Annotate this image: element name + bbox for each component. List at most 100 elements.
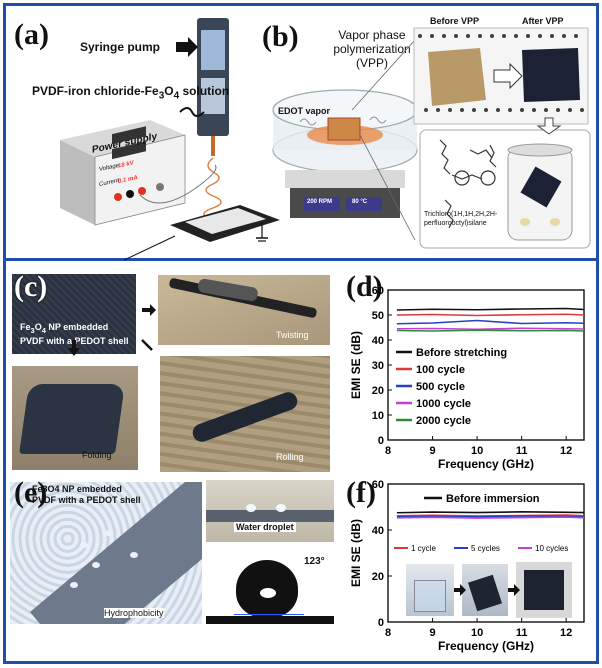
photo-water-droplet [206, 480, 334, 542]
stirrer-temp: 80 °C [352, 199, 368, 205]
arrow-to-rolling [141, 339, 153, 351]
photo-hydrophobic-mat [10, 482, 202, 624]
solution-squiggle [179, 107, 205, 117]
current-display [112, 141, 146, 160]
y-axis-label: EMI SE (dB) [349, 519, 363, 587]
panel-e-letter: (e) [14, 476, 48, 509]
rolling-label: Rolling [276, 452, 304, 462]
collector-mat [185, 208, 266, 234]
series-line-2 [396, 319, 585, 325]
x-tick-label: 10 [471, 627, 483, 639]
legend-label-1: 1 cycle [411, 544, 436, 553]
y-tick-label: 50 [372, 310, 384, 322]
x-tick-label: 11 [516, 445, 528, 457]
water-droplet-label: Water droplet [234, 522, 296, 532]
y-tick-label: 0 [378, 617, 384, 629]
hydrophobicity-label: Hydrophobicity [104, 608, 164, 618]
y-tick-label: 30 [372, 360, 384, 372]
panel-d-letter: (d) [346, 270, 383, 303]
x-tick-label: 12 [560, 627, 572, 639]
photo-contact-angle [206, 548, 334, 624]
legend-label-0: Before immersion [446, 493, 540, 505]
legend-label-0: Before stretching [416, 347, 507, 359]
panel-b-illustration [272, 27, 591, 249]
photo-immersion-soaked [462, 564, 508, 616]
y-tick-label: 40 [372, 335, 384, 347]
contact-angle-value: 123° [304, 556, 325, 567]
arrow-to-twisting [142, 304, 156, 316]
legend-label-2: 500 cycle [416, 381, 465, 393]
x-tick-label: 11 [516, 627, 528, 639]
row-separator [3, 258, 599, 261]
series-line-1 [396, 313, 585, 317]
panel-b-letter: (b) [262, 20, 299, 53]
syringe-pump-window [201, 30, 225, 70]
syringe-needle [211, 136, 215, 156]
silane-arrow [536, 117, 562, 135]
x-tick-label: 9 [429, 445, 435, 457]
photo-immersion-dried [516, 562, 572, 618]
sample-patch [327, 117, 361, 141]
panel-f-letter: (f) [346, 476, 376, 509]
x-axis-label: Frequency (GHz) [438, 639, 534, 653]
legend-label-2: 5 cycles [471, 544, 500, 553]
y-tick-label: 60 [372, 479, 384, 491]
jar-sample [520, 166, 562, 208]
photo-folding [12, 366, 138, 470]
y-axis-label: EMI SE (dB) [349, 331, 363, 399]
folding-label: Folding [82, 450, 112, 460]
y-tick-label: 40 [372, 525, 384, 537]
syringe-arrow [176, 37, 198, 57]
legend-label-3: 10 cycles [535, 544, 568, 553]
x-tick-label: 8 [385, 627, 391, 639]
x-tick-label: 12 [560, 445, 572, 457]
after-vpp-label: After VPP [522, 16, 564, 26]
sample-before-vpp [428, 48, 486, 106]
syringe-pump-label: Syringe pump [80, 40, 161, 54]
y-tick-label: 10 [372, 410, 384, 422]
immersion-arrows [454, 584, 520, 596]
before-after-arrow [493, 62, 523, 90]
before-vpp-label: Before VPP [430, 16, 480, 26]
photo-pristine-mat [12, 274, 136, 354]
x-tick-label: 10 [471, 445, 483, 457]
legend-label-1: 100 cycle [416, 364, 465, 376]
sample-after-vpp [522, 48, 580, 102]
twisting-label: Twisting [276, 330, 309, 340]
photo-immersion-beaker [406, 564, 454, 616]
power-knob-red [114, 193, 122, 201]
photo-rolling [160, 356, 330, 472]
arrow-to-folding [68, 340, 80, 356]
series-line-0 [396, 307, 585, 311]
series-line-3 [396, 327, 585, 331]
power-knob-black [126, 190, 134, 198]
legend-label-3: 1000 cycle [416, 398, 471, 410]
y-tick-label: 20 [372, 385, 384, 397]
y-tick-label: 20 [372, 571, 384, 583]
silane-molecule [439, 139, 497, 180]
x-axis-label: Frequency (GHz) [438, 457, 534, 471]
panel-c-letter: (c) [14, 270, 48, 303]
electrospinning-jet [203, 157, 222, 221]
y-tick-label: 60 [372, 285, 384, 297]
x-tick-label: 9 [429, 627, 435, 639]
series-line-3 [396, 516, 585, 519]
legend-label-4: 2000 cycle [416, 415, 471, 427]
series-line-0 [396, 511, 585, 514]
power-supply-side [60, 140, 95, 225]
solution-label: PVDF-iron chloride-Fe3O4 solution [32, 84, 230, 102]
panel-a-letter: (a) [14, 18, 49, 51]
panel-a-illustration [60, 18, 280, 260]
x-tick-label: 8 [385, 445, 391, 457]
silane-label: Trichloro(1H,1H,2H,2H-perfluorooctyl)sil… [424, 211, 498, 227]
photo-twisting [158, 275, 330, 345]
stirrer-rpm: 200 RPM [307, 199, 333, 205]
edot-label: EDOT vapor [278, 106, 331, 116]
voltage-display [112, 126, 146, 145]
series-line-4 [396, 329, 585, 332]
panel-c-arrows [68, 304, 156, 356]
syringe-pump-window-2 [201, 78, 225, 114]
